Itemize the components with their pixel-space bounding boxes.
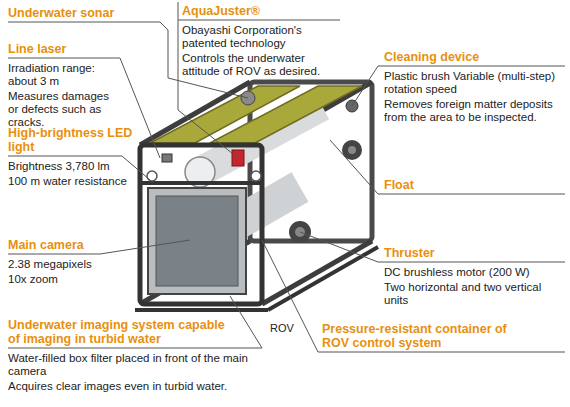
leader-line [8, 156, 122, 157]
leader-line [8, 22, 160, 23]
callout-text: Two horizontal and two vertical units [384, 281, 562, 307]
callout-heading: AquaJuster® [182, 4, 340, 18]
callout-text: Obayashi Corporation's patented technolo… [182, 24, 340, 50]
callout-text: Brightness 3,780 lm [8, 160, 138, 173]
leader-line [378, 66, 565, 67]
callout-heading: Line laser [8, 42, 120, 56]
callout-heading: Underwater imaging system capable of ima… [8, 318, 238, 346]
callout-heading: Thruster [384, 246, 562, 260]
leader-line [230, 296, 262, 348]
callout-heading: High-brightness LED light [8, 126, 138, 154]
leader-line [178, 20, 340, 21]
callout-text: Acquires clear images even in turbid wat… [8, 380, 270, 393]
leader-line [120, 58, 160, 158]
callout-text: DC brushless motor (200 W) [384, 266, 562, 279]
callout-heading: Float [384, 178, 554, 192]
leader-line [262, 240, 318, 352]
callout-text: 10x zoom [8, 273, 128, 286]
leader-line [318, 352, 565, 353]
leader-line [8, 254, 100, 255]
leader-line [100, 240, 190, 254]
callout-heading: Main camera [8, 238, 128, 252]
callout-heading: Cleaning device [384, 50, 562, 64]
part-label: ROV [270, 322, 310, 335]
callout-text: 2.38 megapixels [8, 258, 128, 271]
leader-line [8, 58, 120, 59]
callout-heading: Pressure-resistant container of ROV cont… [322, 322, 522, 350]
leader-line [300, 232, 378, 262]
leader-line [378, 194, 565, 195]
leader-line [8, 348, 262, 349]
callout-text: Plastic brush Variable (multi-step) rota… [384, 70, 562, 96]
callout-text: Measures damages or defects such as crac… [8, 90, 120, 129]
callout-text: 100 m water resistance [8, 175, 138, 188]
callout-text: Controls the underwater attitude of ROV … [182, 52, 340, 78]
leader-line [378, 262, 565, 263]
leader-line [352, 66, 378, 106]
callout-text: Water-filled box filter placed in front … [8, 352, 270, 378]
callout-heading: Underwater sonar [8, 6, 163, 20]
callout-text: Irradiation range: about 3 m [8, 62, 120, 88]
leader-line [330, 140, 378, 194]
callout-text: Removes foreign matter deposits from the… [384, 98, 562, 124]
